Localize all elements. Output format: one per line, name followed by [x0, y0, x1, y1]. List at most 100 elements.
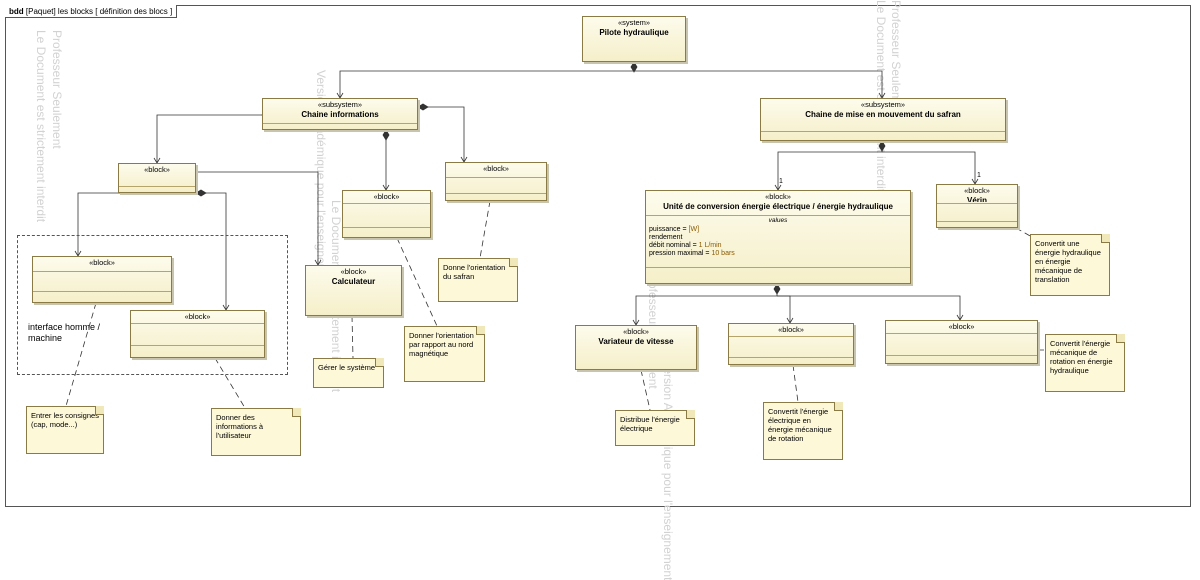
composition-line [156, 114, 262, 163]
block-stereotype: «system» [617, 18, 651, 27]
note-convertit-mecanique: Convertit l'énergie mécanique de rotatio… [1045, 334, 1125, 392]
note-entrer-consignes: Entrer les consignes (cap, mode...) [26, 406, 104, 454]
diagram-frame [5, 5, 1191, 507]
block-stereotype: «block» [144, 165, 170, 174]
note-orientation-nord: Donner l'orientation par rapport au nord… [404, 326, 485, 382]
block-stereotype: «block» [778, 325, 804, 334]
value-name: pression maximal [649, 250, 704, 257]
note-fold [509, 258, 518, 267]
compartment-separator [761, 131, 1005, 132]
block-stereotype: «block» [623, 327, 649, 336]
composition-line [339, 62, 635, 98]
block-stereotype: «block» [340, 267, 367, 276]
value-name: puissance [649, 226, 681, 233]
composition-diamond [417, 103, 429, 111]
block-unnamed[interactable]: «block» [885, 320, 1038, 364]
value-value: [W] [688, 226, 700, 233]
note-anchor [792, 364, 799, 403]
block-unnamed[interactable]: «block» [130, 310, 265, 358]
compartment-separator [446, 193, 546, 194]
block-unnamed[interactable]: «block» [342, 190, 431, 238]
diagram-frame-tab: bdd [Paquet] les blocks [ définition des… [5, 5, 178, 18]
block-name: Variateur de vitesse [598, 337, 674, 346]
value-name: débit nominal [649, 242, 691, 249]
note-convertit-hydraulique: Convertit une énergie hydraulique en éne… [1030, 234, 1110, 296]
composition-diamond [878, 140, 886, 152]
block-calculateur[interactable]: «block» Calculateur [305, 265, 402, 316]
composition-line [777, 147, 883, 190]
note-fold [1101, 234, 1110, 243]
compartment-separator [131, 323, 264, 324]
composition-diamond [630, 61, 638, 73]
note-fold [1116, 334, 1125, 343]
block-name: Vérin [966, 196, 987, 202]
block-unite-de-conversion[interactable]: «block» Unité de conversion énergie élec… [645, 190, 911, 284]
compartment-separator [937, 203, 1017, 204]
compartment-separator [343, 227, 430, 228]
note-fold [292, 408, 301, 417]
compartment-separator [131, 345, 264, 346]
block-stereotype: «subsystem» [317, 100, 363, 109]
block-variateur-de-vitesse[interactable]: «block» Variateur de vitesse [575, 325, 697, 370]
block-stereotype: «subsystem» [860, 100, 906, 109]
diagram-title: [Paquet] les blocks [ définition des blo… [25, 7, 173, 16]
block-stereotype: «block» [373, 192, 400, 201]
note-donner-informations: Donner des informations à l'utilisateur [211, 408, 301, 456]
composition-line [777, 295, 961, 320]
block-pilote-hydraulique[interactable]: «system» Pilote hydraulique [582, 16, 686, 62]
value-value: 10 bars [711, 250, 735, 257]
compartment-separator [119, 186, 195, 187]
value-row: rendement [649, 234, 735, 242]
composition-diamond [773, 283, 781, 295]
compartment-separator [729, 336, 853, 337]
note-anchor [396, 237, 438, 327]
block-unnamed[interactable]: «block» [445, 162, 547, 201]
compartment-separator [33, 271, 171, 272]
compartment-separator [343, 203, 430, 204]
compartment-separator [263, 123, 417, 124]
block-unnamed[interactable]: «block» [728, 323, 854, 365]
composition-diamond [382, 129, 390, 141]
note-gerer-systeme: Gérer le système [313, 358, 384, 388]
value-row: débit nominal = 1 L/min [649, 242, 722, 249]
block-stereotype: «block» [765, 192, 791, 201]
block-unnamed[interactable]: «block» [118, 163, 196, 193]
composition-diamond [195, 189, 207, 197]
composition-line [634, 70, 883, 98]
note-fold [95, 406, 104, 415]
block-verin[interactable]: «block» Vérin [936, 184, 1018, 228]
note-anchor [351, 315, 354, 359]
multiplicity: 1 [977, 172, 981, 179]
block-stereotype: «block» [89, 258, 115, 267]
value-row: pression maximal = 10 bars [649, 250, 735, 257]
composition-line [170, 192, 227, 310]
multiplicity: 1 [779, 178, 783, 185]
compartment-separator [937, 221, 1017, 222]
block-name: Chaine informations [301, 110, 379, 119]
values-compartment: puissance = [W] rendement débit nominal … [649, 226, 735, 258]
value-value: 1 L/min [698, 242, 722, 249]
note-distribue-energie: Distribue l'énergie électrique [615, 410, 695, 446]
note-anchor [640, 369, 651, 411]
block-chaine-informations[interactable]: «subsystem» Chaine informations [262, 98, 418, 130]
compartment-separator [446, 177, 546, 178]
compartment-separator [646, 215, 910, 216]
composition-line [170, 171, 319, 265]
compartment-separator [646, 267, 910, 268]
composition-line [777, 295, 791, 323]
note-anchor [65, 302, 97, 407]
composition-line [418, 106, 465, 162]
note-fold [375, 358, 384, 367]
compartment-separator [33, 291, 171, 292]
block-name: Chaine de mise en mouvement du safran [805, 110, 961, 119]
block-chaine-mise-en-mouvement[interactable]: «subsystem» Chaine de mise en mouvement … [760, 98, 1006, 141]
block-stereotype: «block» [483, 164, 509, 173]
note-fold [834, 402, 843, 411]
block-stereotype: «block» [184, 312, 211, 321]
block-name: Unité de conversion énergie électrique /… [663, 202, 893, 211]
compartment-separator [886, 333, 1037, 334]
note-anchor [479, 200, 491, 259]
value-row: puissance = [W] [649, 226, 700, 233]
block-unnamed[interactable]: «block» [32, 256, 172, 303]
diagram-kind: bdd [9, 7, 24, 16]
